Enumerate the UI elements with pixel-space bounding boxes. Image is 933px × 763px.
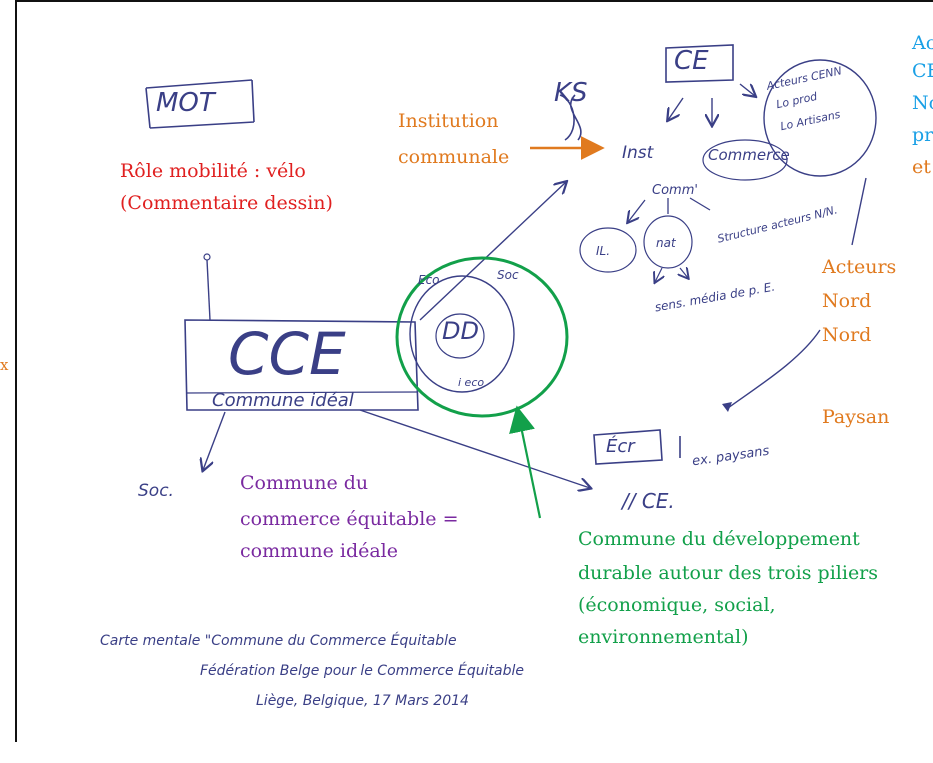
caption-line-3: Liège, Belgique, 17 Mars 2014 (256, 693, 469, 709)
dd-handwriting: DD (442, 317, 479, 345)
commune-dd-line-2: durable autour des trois piliers (578, 562, 879, 584)
cut-right-line-3: No (912, 92, 933, 114)
soc-handwriting: Soc. (138, 481, 174, 501)
cce-box (184, 319, 419, 411)
ecr-box (593, 429, 663, 465)
commune-ideal-handwriting: Commune idéal (212, 390, 354, 411)
commune-dd-line-1: Commune du développement (578, 528, 860, 550)
caption-line-1: Carte mentale "Commune du Commerce Équit… (100, 633, 457, 649)
parallel-ce-handwriting: // CE. (622, 489, 675, 513)
soc-top-handwriting: Soc (497, 268, 519, 282)
il-handwriting: IL. (596, 244, 611, 258)
eco-bottom-handwriting: i eco (458, 376, 485, 389)
paysan-label: Paysan (822, 406, 890, 428)
commune-cce-line-1: Commune du (240, 472, 369, 494)
cut-right-line-1: Ac (912, 32, 933, 54)
inst-handwriting: Inst (622, 143, 654, 163)
cut-left-label: x (0, 356, 9, 374)
ks-handwriting: KS (554, 78, 588, 108)
institution-label-line-1: Institution (398, 110, 499, 132)
acteurs-line-1: Acteurs (822, 256, 897, 278)
role-mobilite-line-2: (Commentaire dessin) (120, 192, 333, 214)
institution-label-line-2: communale (398, 146, 510, 168)
dd-highlight-circle (395, 256, 569, 418)
mot-box (145, 79, 255, 129)
mot-handwriting: MOT (156, 88, 215, 118)
ecr-handwriting: Écr (606, 436, 635, 457)
comm-handwriting: Comm' (652, 183, 698, 198)
cut-right-line-5: et (912, 156, 931, 178)
commune-dd-line-4: environnemental) (578, 626, 749, 648)
caption-line-2: Fédération Belge pour le Commerce Équita… (200, 663, 525, 679)
role-mobilite-line-1: Rôle mobilité : vélo (120, 160, 306, 182)
acteurs-line-3: Nord (822, 324, 872, 346)
nat-handwriting: nat (656, 236, 676, 250)
cut-right-line-4: pr (912, 124, 933, 146)
commune-dd-line-3: (économique, social, (578, 594, 776, 616)
acteurs-line-2: Nord (822, 290, 872, 312)
commune-cce-line-3: commune idéale (240, 540, 399, 562)
ce-handwriting: CE (674, 46, 709, 76)
eco-top-handwriting: Eco (418, 273, 440, 287)
commerce-handwriting: Commerce (708, 146, 790, 164)
cce-handwriting: CCE (228, 320, 346, 388)
ce-box (665, 44, 734, 83)
cut-right-line-2: CE (912, 60, 933, 82)
commune-cce-line-2: commerce équitable = (240, 508, 459, 530)
image-frame (15, 0, 933, 742)
